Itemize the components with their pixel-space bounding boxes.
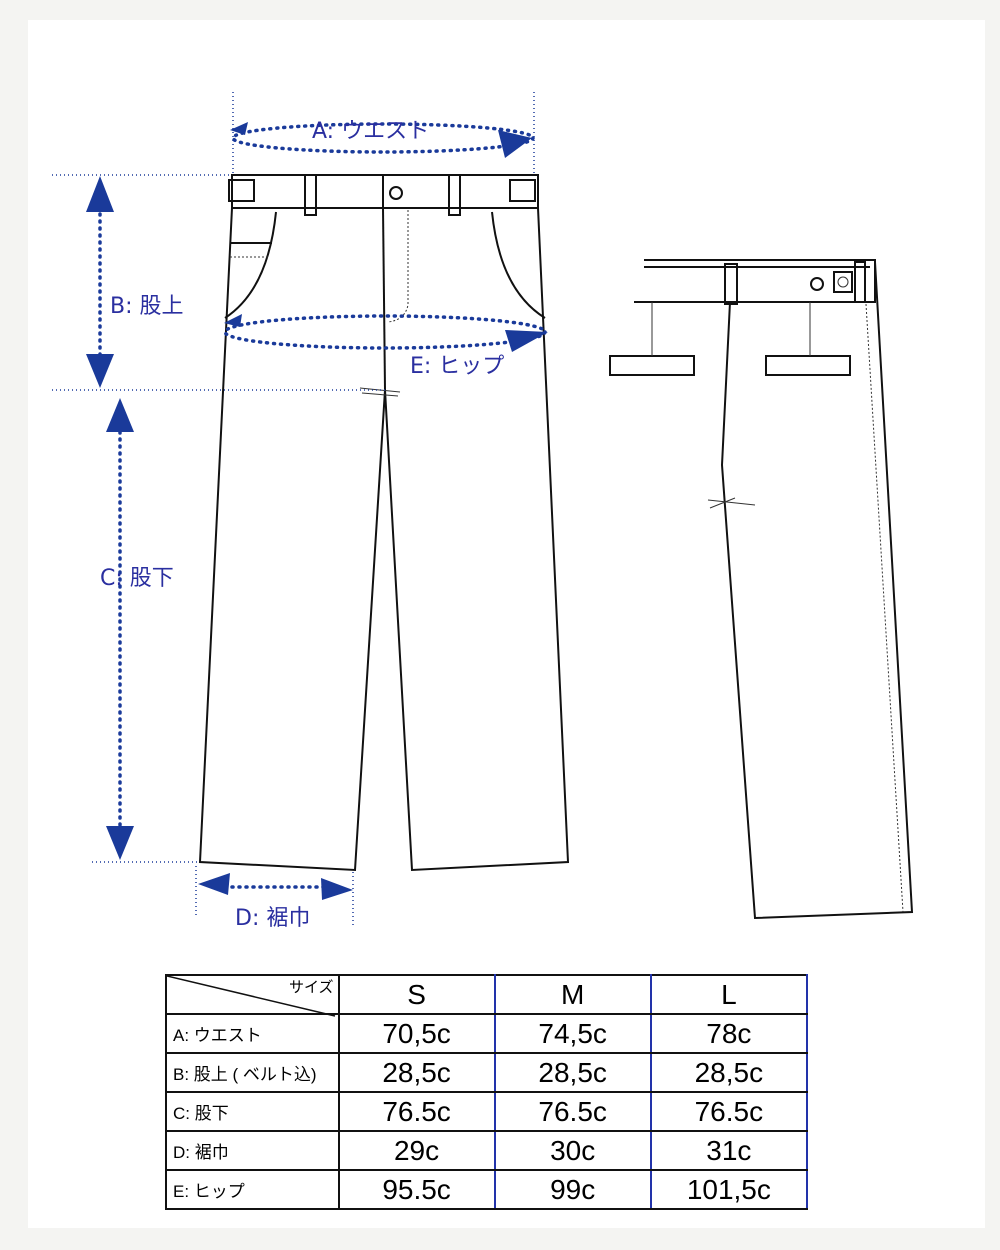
cell: 76.5c — [649, 1091, 809, 1132]
cell: 31c — [649, 1130, 809, 1171]
cell: 101,5c — [649, 1169, 809, 1210]
cell: 78c — [649, 1013, 809, 1054]
size-header-m: M — [493, 974, 652, 1015]
cell: 28,5c — [649, 1052, 809, 1093]
table-header-row: サイズ S M L — [165, 974, 809, 1017]
cell: 95.5c — [337, 1169, 496, 1210]
row-label: A: ウエスト — [165, 1013, 340, 1054]
cell: 74,5c — [493, 1013, 652, 1054]
measure-c-inseam: C: 股下 — [100, 398, 174, 860]
label-b: B: 股上 — [110, 294, 184, 319]
row-label: C: 股下 — [165, 1091, 340, 1132]
measure-b-rise: B: 股上 — [86, 176, 184, 388]
measure-d-hem: D: 裾巾 — [198, 873, 353, 931]
label-c: C: 股下 — [100, 566, 174, 591]
label-a: A: ウエスト — [312, 119, 429, 144]
measure-guides — [52, 92, 535, 925]
cell: 76.5c — [493, 1091, 652, 1132]
measure-a-waist: A: ウエスト — [230, 119, 535, 158]
button-icon — [389, 186, 403, 200]
size-header-l: L — [649, 974, 809, 1015]
row-label: E: ヒップ — [165, 1169, 340, 1210]
row-label: D: 裾巾 — [165, 1130, 340, 1171]
measure-e-hip: E: ヒップ — [223, 314, 548, 379]
front-pants-drawing — [198, 174, 570, 872]
cell: 28,5c — [337, 1052, 496, 1093]
cell: 28,5c — [493, 1052, 652, 1093]
back-pants-drawing — [609, 259, 914, 920]
size-header-s: S — [337, 974, 496, 1015]
corner-label: サイズ — [288, 979, 334, 996]
cell: 76.5c — [337, 1091, 496, 1132]
cell: 99c — [493, 1169, 652, 1210]
pants-diagram: A: ウエスト B: 股上 C: 股下 D: 裾巾 E: ヒップ — [52, 92, 914, 931]
row-label: B: 股上 ( ベルト込) — [165, 1052, 340, 1093]
label-d: D: 裾巾 — [235, 906, 310, 931]
label-e: E: ヒップ — [410, 354, 504, 379]
cell: 70,5c — [337, 1013, 496, 1054]
cell: 29c — [337, 1130, 496, 1171]
corner-cell: サイズ — [165, 974, 340, 1017]
cell: 30c — [493, 1130, 652, 1171]
